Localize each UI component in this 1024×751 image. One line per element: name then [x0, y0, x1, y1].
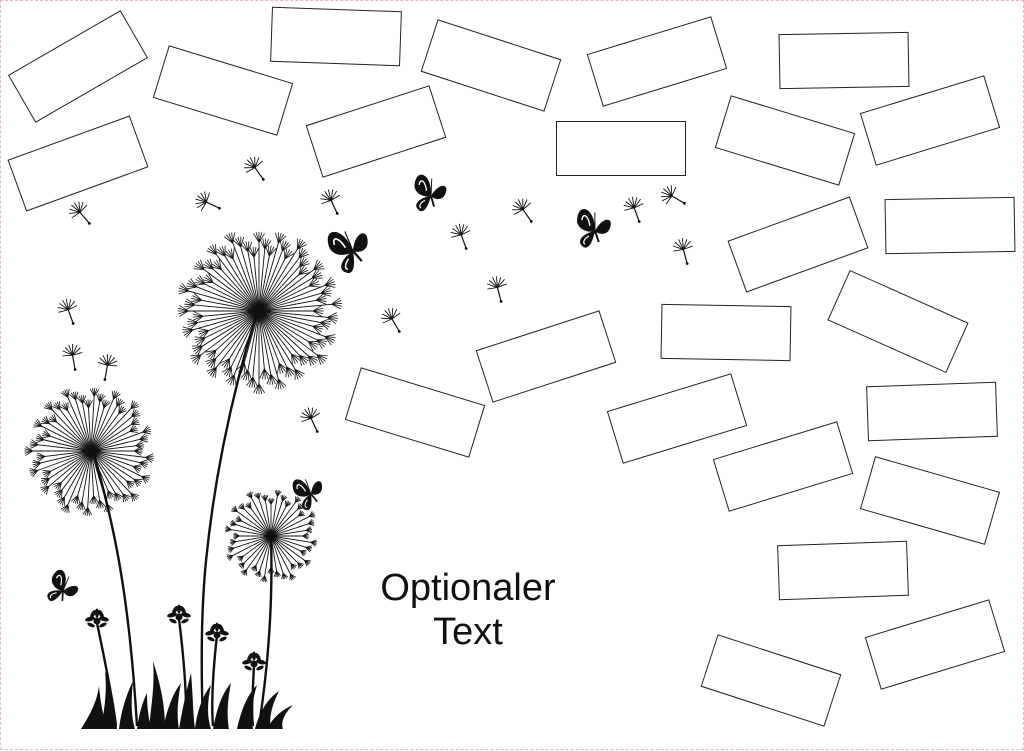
caption-line-2: Text: [353, 610, 583, 654]
dandelion-icon: [24, 232, 342, 582]
dandelion-seed-icon: [55, 153, 697, 437]
daisy-icon: [85, 605, 267, 672]
optional-text: Optionaler Text: [353, 566, 583, 654]
butterfly-icon: [40, 173, 613, 610]
caption-line-1: Optionaler: [353, 566, 583, 610]
grass-icon: [81, 661, 293, 729]
